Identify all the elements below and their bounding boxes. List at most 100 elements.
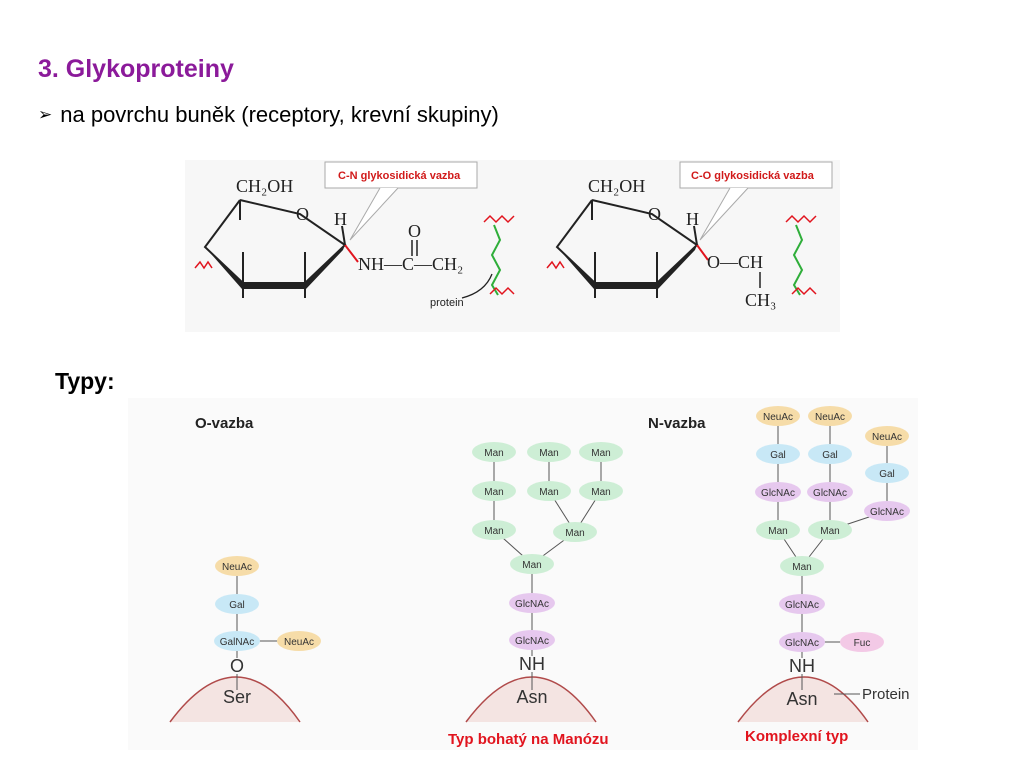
ch2oh-left: CH₂OH	[236, 176, 293, 196]
sugar-label: Man	[522, 560, 541, 571]
sugar-neuac	[756, 406, 800, 426]
sugar-glcnac	[779, 594, 825, 614]
sugar-label: GlcNAc	[785, 638, 819, 649]
o-link-label: O-vazba	[195, 415, 254, 432]
sugar-gal	[865, 463, 909, 483]
asn-label-2: Asn	[786, 689, 817, 709]
sugar-label: Man	[591, 448, 610, 459]
o-link-glycan: NeuAc Gal GalNAc NeuAc O Ser	[214, 556, 321, 707]
high-mannose-caption: Typ bohatý na Manózu	[448, 731, 609, 748]
protein-label-left: protein	[430, 297, 464, 309]
bullet-point: ➢na povrchu buněk (receptory, krevní sku…	[38, 102, 499, 128]
sugar-man	[510, 554, 554, 574]
sugar-label: Man	[792, 562, 811, 573]
cell-surface-asn-2	[737, 676, 869, 723]
sugar-label: Gal	[229, 600, 245, 611]
sugar-fuc	[840, 632, 884, 652]
sugar-glcnac	[755, 482, 801, 502]
nh-label-2: NH	[789, 656, 815, 676]
callout-c-o: C-O glykosidická vazba	[691, 170, 815, 182]
sugar-label: GlcNAc	[515, 636, 549, 647]
sugar-label: Man	[768, 526, 787, 537]
sugar-label: Gal	[822, 450, 838, 461]
types-heading: Typy:	[55, 368, 115, 394]
sugar-gal	[808, 444, 852, 464]
sugar-man	[756, 520, 800, 540]
ring-o-right: O	[648, 204, 661, 224]
glycosidic-bond-left	[344, 244, 359, 263]
sugar-label: Man	[591, 487, 610, 498]
protein-backbone-left	[490, 224, 502, 296]
nh-bg-2	[789, 658, 815, 674]
callout-box-right	[679, 161, 833, 189]
sugar-neuac	[808, 406, 852, 426]
sugar-glcnac	[864, 501, 910, 521]
protein-backbone-right	[792, 224, 804, 296]
sugar-label: Gal	[879, 469, 895, 480]
high-mannose-glycan: Man Man Man Man Man Man Man Man Man GlcN…	[472, 442, 623, 707]
sugar-glcnac	[509, 593, 555, 613]
sugar-man	[808, 520, 852, 540]
o-atom: O	[230, 656, 244, 676]
complex-caption: Komplexní typ	[745, 728, 848, 745]
sugar-label: Man	[484, 487, 503, 498]
sugar-label: GlcNAc	[515, 599, 549, 610]
sugar-man	[780, 556, 824, 576]
sugar-label: GalNAc	[220, 637, 254, 648]
sugar-neuac	[277, 631, 321, 651]
carbonyl-o: O	[408, 221, 421, 241]
sugar-label: Man	[565, 528, 584, 539]
wavy-bottom-left	[489, 286, 515, 296]
wavy-top-left	[483, 214, 515, 224]
sugar-man	[579, 442, 623, 462]
callout-pointer-left	[349, 187, 399, 241]
wavy-top-right	[785, 214, 817, 224]
sugar-label: NeuAc	[284, 637, 314, 648]
sugar-man	[472, 481, 516, 501]
sugar-label: Man	[820, 526, 839, 537]
slide-title: 3. Glykoproteiny	[38, 55, 234, 83]
callout-box-left	[324, 161, 478, 189]
ser-label: Ser	[223, 687, 251, 707]
sugar-label: GlcNAc	[785, 600, 819, 611]
nh-bg-1	[519, 656, 545, 672]
sugar-label: Gal	[770, 450, 786, 461]
sugar-gal	[215, 594, 259, 614]
h-bond-right	[693, 225, 698, 246]
sugar-man	[472, 442, 516, 462]
arrow-bullet-icon: ➢	[38, 105, 53, 124]
sugar-glcnac	[509, 630, 555, 650]
sugar-label: Man	[539, 487, 558, 498]
sugar-man	[579, 481, 623, 501]
wavy-bottom-right	[791, 286, 817, 296]
o-atom-bg	[230, 658, 244, 674]
sugar-label: Man	[484, 448, 503, 459]
chain-right: O—CH	[707, 252, 763, 272]
sugar-man	[553, 522, 597, 542]
h-bond-left	[341, 225, 346, 246]
n-link-label: N-vazba	[648, 415, 706, 432]
sugar-man	[527, 481, 571, 501]
sugar-label: NeuAc	[815, 412, 845, 423]
complex-glycan: NeuAc NeuAc NeuAc Gal Gal Gal GlcNAc Glc…	[755, 406, 910, 709]
sugar-label: GlcNAc	[813, 488, 847, 499]
sugar-label: Fuc	[854, 638, 871, 649]
sugar-glcnac	[779, 632, 825, 652]
sugar-label: GlcNAc	[870, 507, 904, 518]
ring-o-left: O	[296, 204, 309, 224]
protein-label: Protein	[862, 686, 910, 703]
sugar-neuac	[215, 556, 259, 576]
sugar-neuac	[865, 426, 909, 446]
cell-surface-ser	[169, 676, 301, 723]
c-o-linkage-structure: CH₂OH O H O—CH CH₃ C-O glykosidická vazb…	[546, 161, 833, 310]
sugar-label: Man	[539, 448, 558, 459]
sugar-galnac	[214, 631, 260, 651]
ch2oh-right: CH₂OH	[588, 176, 645, 196]
callout-c-n: C-N glykosidická vazba	[338, 170, 461, 182]
sugar-label: NeuAc	[872, 432, 902, 443]
protein-pointer	[461, 273, 493, 299]
callout-pointer-right	[699, 187, 749, 241]
sugar-label: Man	[484, 526, 503, 537]
wavy-bond-left	[194, 260, 213, 270]
